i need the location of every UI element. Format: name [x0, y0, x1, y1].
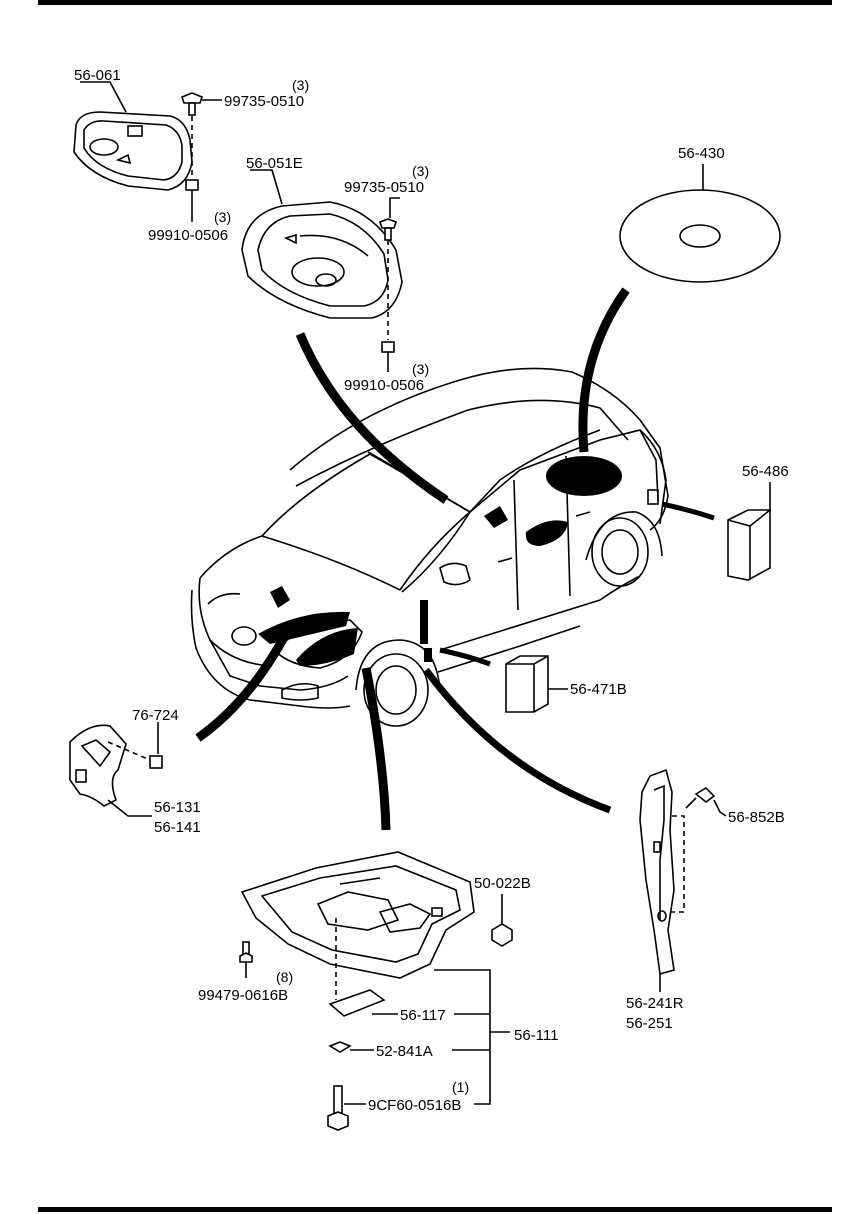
label-9cf60-0516b: 9CF60-0516B [368, 1097, 461, 1114]
label-76-724: 76-724 [132, 707, 179, 724]
leader-56-051e [250, 169, 283, 205]
leader-99735-b [389, 197, 400, 218]
part-56-241r-strip [639, 768, 675, 976]
part-56-471b-block [505, 655, 549, 713]
part-56-486-block [727, 509, 771, 581]
part-56-117-plate [328, 989, 386, 1017]
label-56-117: 56-117 [400, 1007, 446, 1024]
vehicle-body [190, 367, 669, 727]
part-56-111-undercover [240, 851, 475, 979]
label-56-061: 56-061 [74, 67, 121, 84]
label-56-430: 56-430 [678, 145, 725, 162]
bolt-9cf60-0516b [327, 1085, 349, 1131]
bracket-56-111 [434, 969, 491, 1105]
clip-99910-0506-b [381, 341, 395, 372]
label-50-022b: 50-022B [474, 875, 531, 892]
label-99735-0510-a: 99735-0510 [224, 93, 304, 110]
label-52-841a: 52-841A [376, 1043, 433, 1060]
qty-99910-a: (3) [214, 209, 231, 225]
dash-line-56-852b [666, 815, 685, 913]
screw-99479-0616b [239, 941, 253, 963]
clip-99910-0506-a [185, 179, 199, 222]
leader-arcs [195, 287, 715, 831]
nut-52-841a [328, 1041, 352, 1053]
part-56-061-cover [73, 111, 193, 191]
screw-99735-0510-b [378, 218, 398, 241]
clip-56-852b [685, 786, 716, 809]
bottom-border [38, 1207, 832, 1212]
clip-50-022b [491, 923, 513, 947]
label-56-141: 56-141 [154, 819, 201, 836]
leader-56-131 [107, 799, 152, 817]
leader-56-061 [80, 81, 127, 113]
label-56-852b: 56-852B [728, 809, 785, 826]
part-56-051e-cover [241, 201, 403, 319]
label-99735-0510-b: 99735-0510 [344, 179, 424, 196]
leader-56-852b [713, 799, 727, 817]
label-99910-0506-a: 99910-0506 [148, 227, 228, 244]
label-56-111: 56-111 [514, 1027, 558, 1044]
label-56-251: 56-251 [626, 1015, 673, 1032]
screw-99735-0510-a [181, 92, 203, 116]
label-56-471b: 56-471B [570, 681, 627, 698]
nut-76-724 [149, 755, 163, 769]
part-56-131-bracket [69, 724, 127, 807]
dash-line-76-724 [107, 741, 151, 761]
label-56-486: 56-486 [742, 463, 789, 480]
top-border [38, 0, 832, 5]
label-56-051e: 56-051E [246, 155, 303, 172]
label-99910-0506-b: 99910-0506 [344, 377, 424, 394]
part-56-430-disc [619, 189, 781, 283]
qty-99910-b: (3) [412, 361, 429, 377]
qty-99735-a: (3) [292, 77, 309, 93]
label-56-131: 56-131 [154, 799, 201, 816]
qty-9cf60: (1) [452, 1079, 469, 1095]
label-56-241r: 56-241R [626, 995, 684, 1012]
label-99479-0616b: 99479-0616B [198, 987, 288, 1004]
qty-99735-b: (3) [412, 163, 429, 179]
qty-99479: (8) [276, 969, 293, 985]
